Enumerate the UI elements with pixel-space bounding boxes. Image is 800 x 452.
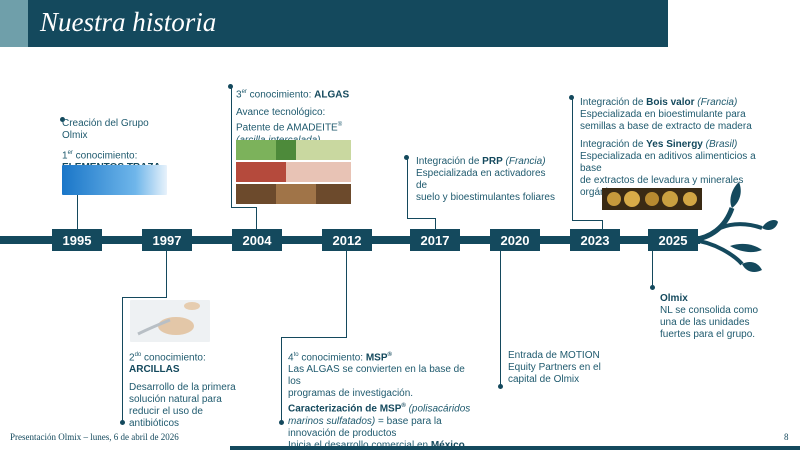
connector-line [500, 251, 501, 386]
year-2023: 2023 [570, 229, 620, 251]
year-2025: 2025 [648, 229, 698, 251]
connector-line [166, 251, 167, 297]
connector-line [122, 297, 123, 422]
footer-text: Presentación Olmix – lunes, 6 de abril d… [10, 432, 179, 442]
year-2020: 2020 [490, 229, 540, 251]
connector-dot [120, 420, 125, 425]
title-bar [0, 0, 668, 47]
event-2025: Olmix NL se consolida como una de las un… [660, 293, 759, 340]
trace-elements-photo [62, 165, 167, 195]
connector-line [435, 218, 436, 229]
connector-line [256, 207, 257, 229]
connector-dot [498, 384, 503, 389]
connector-dot [228, 84, 233, 89]
event-1997: 2do conocimiento: ARCILLAS Desarrollo de… [129, 352, 236, 430]
connector-dot [650, 285, 655, 290]
footer-bar [230, 446, 800, 450]
connector-dot [569, 95, 574, 100]
algae-photos [236, 140, 351, 204]
connector-line [346, 251, 347, 337]
connector-line [281, 337, 282, 422]
connector-line [231, 207, 256, 208]
year-2012: 2012 [322, 229, 372, 251]
connector-line [77, 195, 78, 229]
year-2017: 2017 [410, 229, 460, 251]
event-2020: Entrada de MOTION Equity Partners en el … [508, 350, 601, 385]
connector-line [407, 218, 435, 219]
event-2017: Integración de PRP (Francia) Especializa… [416, 156, 555, 203]
connector-line [602, 220, 603, 229]
year-1997: 1997 [142, 229, 192, 251]
connector-dot [60, 117, 65, 122]
event-2004: 3er conocimiento: ALGAS Avance tecnológi… [236, 89, 350, 146]
connector-line [572, 98, 573, 220]
connector-dot [404, 155, 409, 160]
connector-line [231, 87, 232, 207]
connector-line [407, 158, 408, 218]
connector-dot [279, 420, 284, 425]
title-accent [0, 0, 28, 47]
connector-line [281, 337, 347, 338]
clay-photo [130, 300, 210, 342]
event-2023: Integración de Bois valor (Francia) Espe… [580, 97, 756, 198]
connector-line [652, 251, 653, 287]
page-title: Nuestra historia [40, 7, 217, 37]
connector-line [122, 297, 167, 298]
connector-line [572, 220, 602, 221]
page-number: 8 [784, 432, 789, 442]
year-1995: 1995 [52, 229, 102, 251]
year-2004: 2004 [232, 229, 282, 251]
event-2012: 4to conocimiento: MSP® Las ALGAS se conv… [288, 352, 471, 451]
yeast-photo [602, 188, 702, 210]
